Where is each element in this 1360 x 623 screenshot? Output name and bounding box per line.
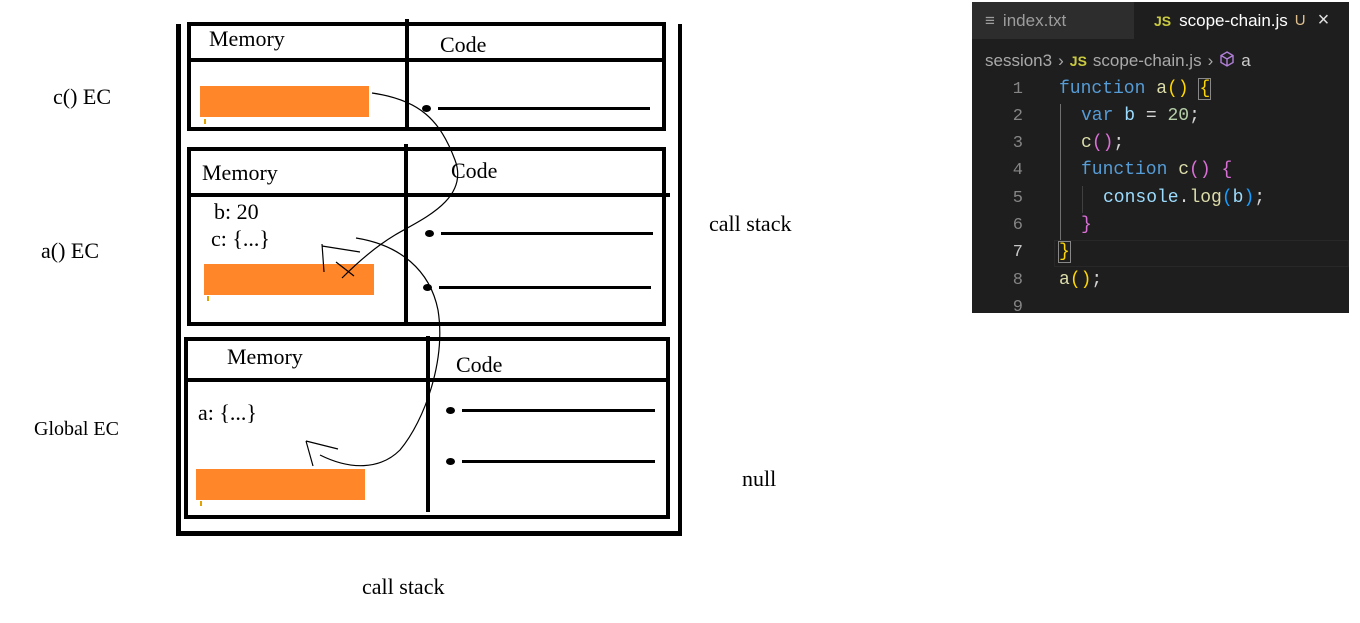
global-memory-header: Memory xyxy=(227,344,303,369)
c-memory-header: Memory xyxy=(209,26,285,51)
code-line[interactable]: 9 xyxy=(972,295,1349,313)
a-code-bullet-2 xyxy=(423,284,432,291)
close-icon[interactable]: × xyxy=(1317,9,1330,31)
code-line[interactable]: 3 c(); xyxy=(972,131,1349,158)
c-code-header: Code xyxy=(440,32,487,57)
call-stack-frame-left xyxy=(176,24,181,535)
line-number: 2 xyxy=(1012,107,1023,126)
a-var-c: c: {...} xyxy=(211,226,270,251)
line-number: 5 xyxy=(1012,189,1023,208)
global-code-line-2 xyxy=(462,460,655,463)
global-code-line-1 xyxy=(462,409,655,412)
untracked-badge: U xyxy=(1294,12,1306,29)
a-code-header: Code xyxy=(451,158,498,183)
a-memory-header: Memory xyxy=(202,160,278,185)
line-number: 8 xyxy=(1012,271,1023,290)
global-lexical-env-block xyxy=(196,469,365,500)
tab-label: scope-chain.js xyxy=(1179,10,1288,30)
breadcrumb: session3 › JS scope-chain.js › a xyxy=(972,46,1257,76)
label-global-ec: Global EC xyxy=(34,418,119,440)
c-code-bullet xyxy=(422,105,431,112)
label-c-ec: c() EC xyxy=(53,84,112,109)
chevron-right-icon: › xyxy=(1207,51,1214,70)
code-line[interactable]: 5 console.log(b); xyxy=(972,186,1349,213)
call-stack-frame-right xyxy=(678,24,682,535)
label-call-stack-right: call stack xyxy=(709,211,792,236)
line-number: 4 xyxy=(1012,161,1023,180)
tab-scope-chain-js[interactable]: JS scope-chain.js U × xyxy=(1134,2,1349,39)
js-file-icon: JS xyxy=(1154,12,1172,29)
label-call-stack-bottom: call stack xyxy=(362,574,445,599)
line-number: 6 xyxy=(1012,216,1023,235)
c-lexical-env-block xyxy=(200,86,369,117)
indent-guide xyxy=(1082,186,1083,213)
a-code-line-1 xyxy=(441,232,653,235)
tab-index-txt[interactable]: ≡ index.txt xyxy=(972,2,1134,39)
chevron-right-icon: › xyxy=(1058,51,1064,70)
a-var-b: b: 20 xyxy=(214,199,259,224)
global-code-bullet-1 xyxy=(446,407,455,414)
current-line-highlight xyxy=(1054,240,1349,267)
breadcrumb-file[interactable]: scope-chain.js xyxy=(1092,51,1202,70)
code-line[interactable]: 1 function a() { xyxy=(972,77,1349,104)
global-var-a: a: {...} xyxy=(198,400,257,425)
line-number: 7 xyxy=(1012,243,1023,262)
text-file-icon: ≡ xyxy=(985,10,995,30)
js-file-icon: JS xyxy=(1069,53,1087,69)
code-line[interactable]: 8 a(); xyxy=(972,268,1349,295)
breadcrumb-symbol[interactable]: a xyxy=(1241,51,1251,70)
a-code-line-2 xyxy=(439,286,651,289)
global-code-bullet-2 xyxy=(446,458,455,465)
c-code-line xyxy=(438,107,650,110)
indent-guide xyxy=(1060,104,1061,240)
line-number: 3 xyxy=(1012,134,1023,153)
editor-tab-bar: ≡ index.txt JS scope-chain.js U × xyxy=(972,2,1349,39)
breadcrumb-folder[interactable]: session3 xyxy=(985,51,1053,70)
call-stack-frame-bottom xyxy=(176,531,682,536)
code-line[interactable]: 4 function c() { xyxy=(972,158,1349,185)
line-number: 1 xyxy=(1012,80,1023,99)
label-null: null xyxy=(742,466,777,491)
code-editor: ≡ index.txt JS scope-chain.js U × sessio… xyxy=(972,2,1349,313)
line-number: 9 xyxy=(1012,298,1023,313)
tab-label: index.txt xyxy=(1002,10,1067,30)
a-code-bullet-1 xyxy=(425,230,434,237)
scope-chain-arrows xyxy=(305,92,459,467)
label-a-ec: a() EC xyxy=(41,238,100,263)
code-line[interactable]: 2 var b = 20; xyxy=(972,104,1349,131)
code-line[interactable]: 6 } xyxy=(972,213,1349,240)
code-line[interactable]: 7 } xyxy=(972,240,1349,267)
cube-symbol-icon xyxy=(1219,50,1235,72)
global-code-header: Code xyxy=(456,352,503,377)
